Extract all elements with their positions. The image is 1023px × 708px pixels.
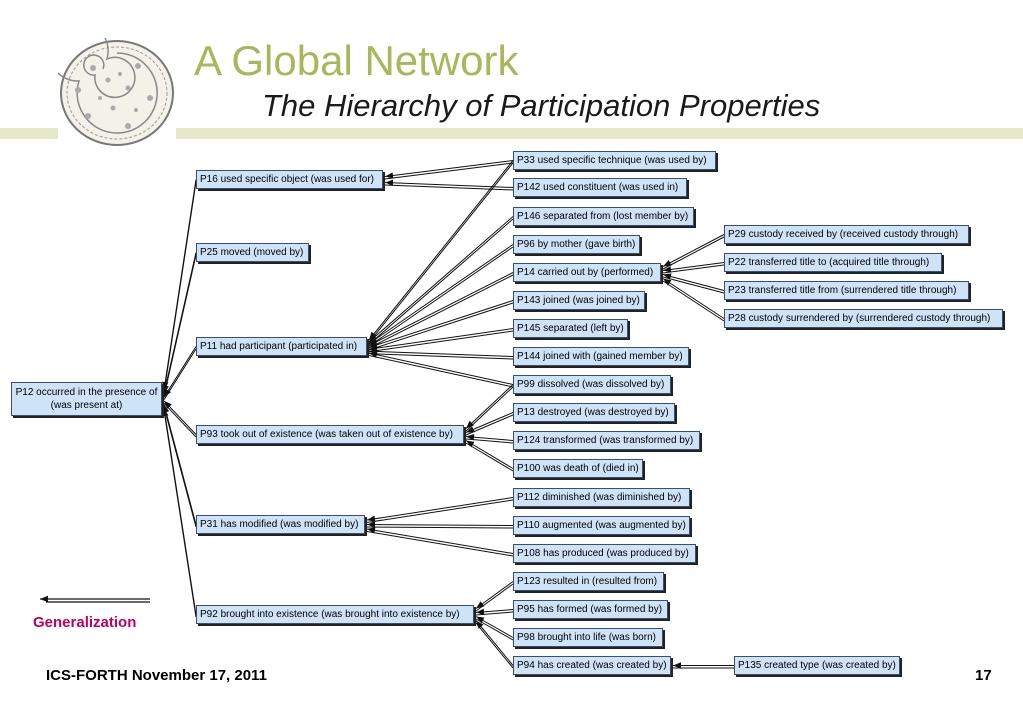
- edge-p99-to-p93: [465, 386, 514, 432]
- page-number: 17: [975, 667, 992, 684]
- edge-p33-to-p11: [368, 162, 514, 343]
- node-p28: P28 custody surrendered by (surrendered …: [724, 309, 1003, 328]
- node-p29: P29 custody received by (received custod…: [724, 225, 969, 244]
- edge-p29-to-p14: [662, 236, 725, 270]
- footer-text: ICS-FORTH November 17, 2011: [46, 667, 267, 684]
- node-p33: P33 used specific technique (was used by…: [513, 151, 716, 170]
- node-p108: P108 has produced (was produced by): [513, 544, 696, 563]
- edge-p108-to-p31: [366, 527, 514, 554]
- node-p23: P23 transferred title from (surrendered …: [724, 281, 969, 300]
- edge-p146-to-p11: [368, 218, 514, 345]
- edge-p145-to-p11: [368, 330, 514, 353]
- edge-p108-to-p31: [366, 531, 514, 557]
- edge-p23-to-p14: [662, 273, 725, 291]
- edge-p94-to-p92: [475, 620, 514, 666]
- edge-p28-to-p14: [662, 278, 725, 319]
- edge-p99-to-p93: [465, 384, 514, 429]
- edge-p143-to-p11: [368, 302, 514, 351]
- node-p96: P96 by mother (gave birth): [513, 235, 640, 254]
- edge-p94-to-p92: [475, 622, 514, 669]
- node-p135: P135 created type (was created by): [734, 656, 900, 675]
- edge-p33-to-p11: [368, 160, 514, 341]
- edge-p93-to-p12: [163, 402, 197, 438]
- node-p124: P124 transformed (was transformed by): [513, 431, 700, 450]
- edge-p100-to-p93: [465, 440, 514, 469]
- edge-p146-to-p11: [368, 216, 514, 343]
- node-p95: P95 has formed (was formed by): [513, 600, 668, 619]
- node-p12: P12 occurred in the presence of (was pre…: [11, 382, 162, 416]
- edge-p110-to-p31: [366, 521, 514, 528]
- edge-p144-to-p11: [368, 348, 514, 357]
- node-p94: P94 has created (was created by): [513, 656, 671, 675]
- edge-p96-to-p11: [368, 246, 514, 347]
- edge-p98-to-p92: [475, 616, 514, 638]
- edge-p124-to-p93: [465, 433, 514, 441]
- node-p98: P98 brought into life (was born): [513, 628, 663, 647]
- node-p145: P145 separated (left by): [513, 319, 628, 338]
- edge-p29-to-p14: [662, 234, 725, 267]
- edge-p100-to-p93: [465, 442, 514, 472]
- edge-p13-to-p93: [465, 412, 514, 433]
- page-title: A Global Network: [194, 37, 519, 84]
- edge-p93-to-p12: [163, 400, 197, 435]
- edge-p31-to-p12: [163, 406, 197, 528]
- edge-p123-to-p92: [475, 581, 514, 609]
- edge-p28-to-p14: [662, 280, 725, 322]
- node-p16: P16 used specific object (was used for): [196, 170, 383, 189]
- node-p93: P93 took out of existence (was taken out…: [196, 425, 464, 444]
- edge-p25-to-p12: [162, 252, 197, 394]
- node-p142: P142 used constituent (was used in): [513, 178, 687, 197]
- edge-p99-to-p11: [368, 351, 514, 385]
- edge-p112-to-p31: [366, 499, 514, 523]
- edge-p123-to-p92: [475, 583, 514, 612]
- node-p110: P110 augmented (was augmented by): [513, 516, 690, 535]
- edge-p14-to-p11: [368, 272, 514, 347]
- edge-p11-to-p12: [163, 346, 197, 398]
- edge-p31-to-p12: [162, 404, 197, 525]
- header-band-right: [176, 128, 1023, 139]
- edge-p112-to-p31: [366, 497, 514, 522]
- node-p146: P146 separated from (lost member by): [513, 207, 694, 226]
- edge-p33-to-p16: [384, 162, 514, 180]
- edge-p96-to-p11: [368, 244, 514, 345]
- node-p25: P25 moved (moved by): [196, 243, 309, 262]
- node-p14: P14 carried out by (performed): [513, 263, 661, 282]
- edge-p33-to-p16: [384, 160, 514, 179]
- node-p92: P92 brought into existence (was brought …: [196, 605, 474, 624]
- edge-p23-to-p14: [662, 276, 725, 294]
- edge-p14-to-p11: [368, 274, 514, 349]
- edge-p92-to-p12: [162, 407, 197, 615]
- node-p13: P13 destroyed (was destroyed by): [513, 403, 675, 422]
- edge-p25-to-p12: [163, 254, 197, 397]
- edge-p145-to-p11: [368, 328, 514, 352]
- node-p123: P123 resulted in (resulted from): [513, 572, 664, 591]
- header-band-left: [0, 128, 58, 139]
- node-p112: P112 diminished (was diminished by): [513, 488, 690, 507]
- phaistos-disc-icon: [58, 38, 174, 146]
- legend-label: Generalization: [33, 614, 137, 631]
- edge-p16-to-p12: [162, 179, 197, 391]
- edge-p110-to-p31: [366, 526, 514, 529]
- edge-p144-to-p11: [368, 353, 514, 360]
- node-p143: P143 joined (was joined by): [513, 291, 645, 310]
- node-p31: P31 has modified (was modified by): [196, 515, 365, 534]
- page-subtitle: The Hierarchy of Participation Propertie…: [262, 88, 821, 123]
- edge-p143-to-p11: [368, 300, 514, 348]
- edge-p99-to-p11: [368, 355, 514, 388]
- edge-p95-to-p92: [475, 608, 514, 616]
- edge-p22-to-p14: [662, 264, 725, 274]
- node-p22: P22 transferred title to (acquired title…: [724, 253, 942, 272]
- node-p100: P100 was death of (died in): [513, 459, 643, 478]
- node-p144: P144 joined with (gained member by): [513, 347, 689, 366]
- node-p11: P11 had participant (participated in): [196, 337, 367, 356]
- node-p99: P99 dissolved (was dissolved by): [513, 375, 671, 394]
- edge-p22-to-p14: [662, 262, 725, 273]
